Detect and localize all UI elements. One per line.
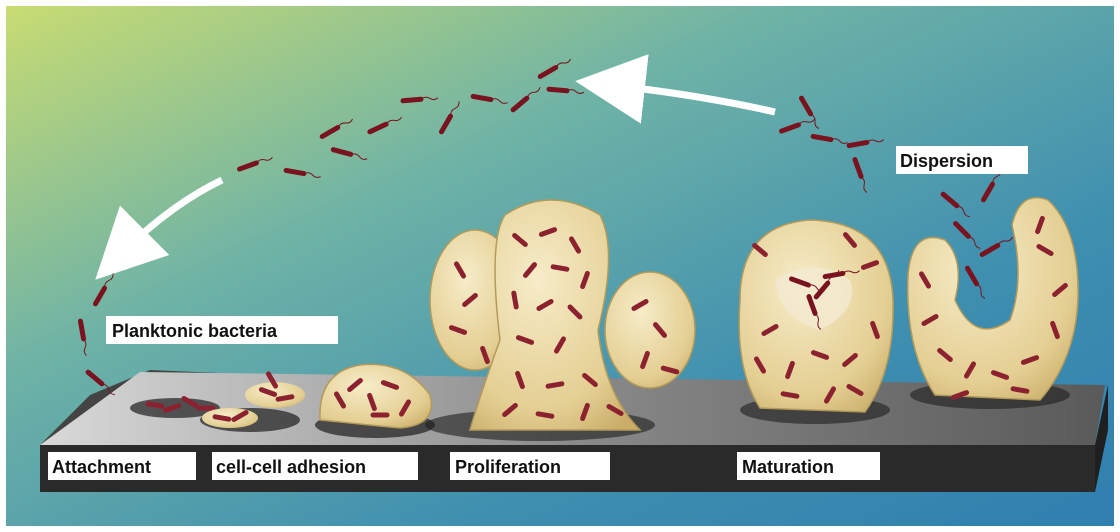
stage-label-proliferation: Proliferation <box>455 457 561 477</box>
label-dispersion: Dispersion <box>896 146 1028 174</box>
stage-label-maturation: Maturation <box>742 457 834 477</box>
stage-labels: Attachment cell-cell adhesion Proliferat… <box>48 452 880 480</box>
maturation-stage <box>739 220 893 424</box>
stage-label-adhesion: cell-cell adhesion <box>216 457 366 477</box>
label-planktonic-text: Planktonic bacteria <box>112 321 278 341</box>
stage-label-attachment: Attachment <box>52 457 151 477</box>
label-dispersion-text: Dispersion <box>900 151 993 171</box>
label-planktonic-bacteria: Planktonic bacteria <box>106 316 338 344</box>
